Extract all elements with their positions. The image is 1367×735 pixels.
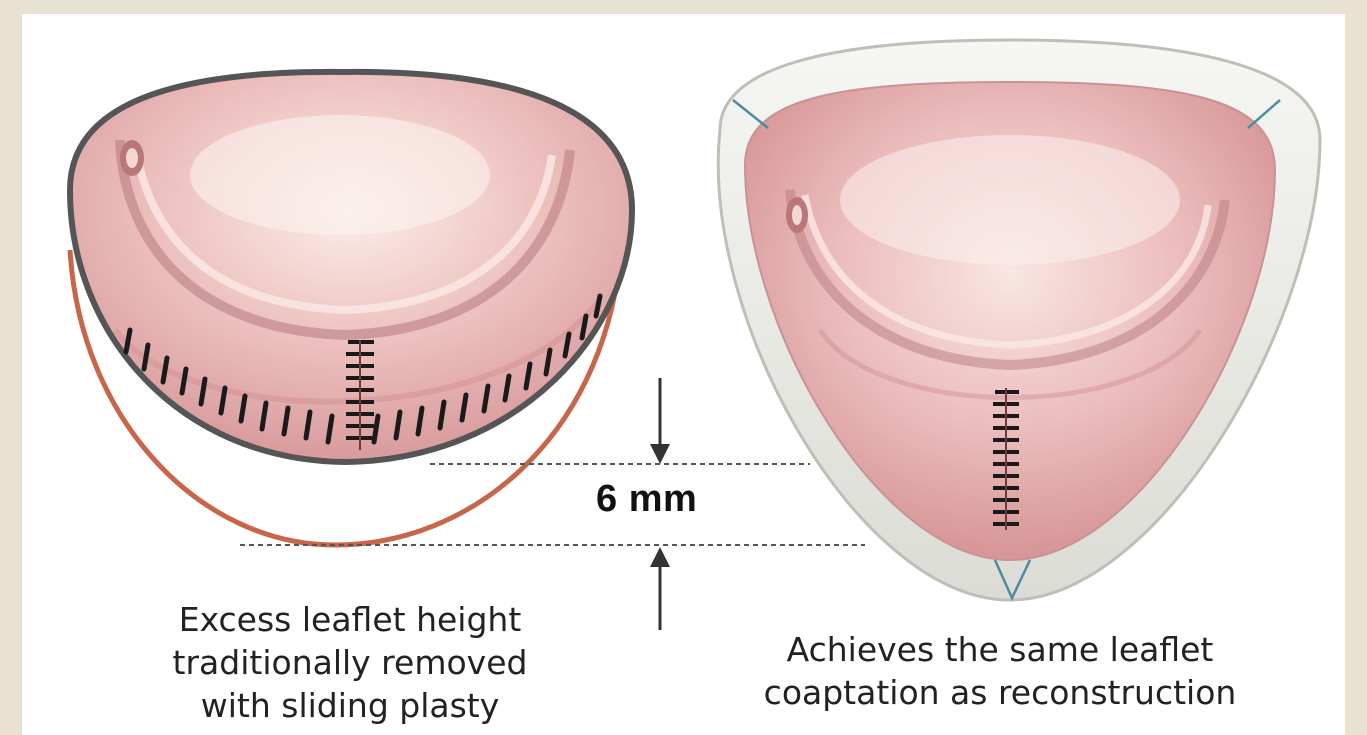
measurement-label: 6 mm [596, 478, 697, 521]
left-caption: Excess leaflet height traditionally remo… [120, 598, 580, 727]
left-caption-line-3: with sliding plasty [120, 684, 580, 727]
right-caption-line-1: Achieves the same leaflet [720, 628, 1280, 671]
left-caption-line-2: traditionally removed [120, 641, 580, 684]
right-caption: Achieves the same leaflet coaptation as … [720, 628, 1280, 714]
right-caption-line-2: coaptation as reconstruction [720, 671, 1280, 714]
left-caption-line-1: Excess leaflet height [120, 598, 580, 641]
